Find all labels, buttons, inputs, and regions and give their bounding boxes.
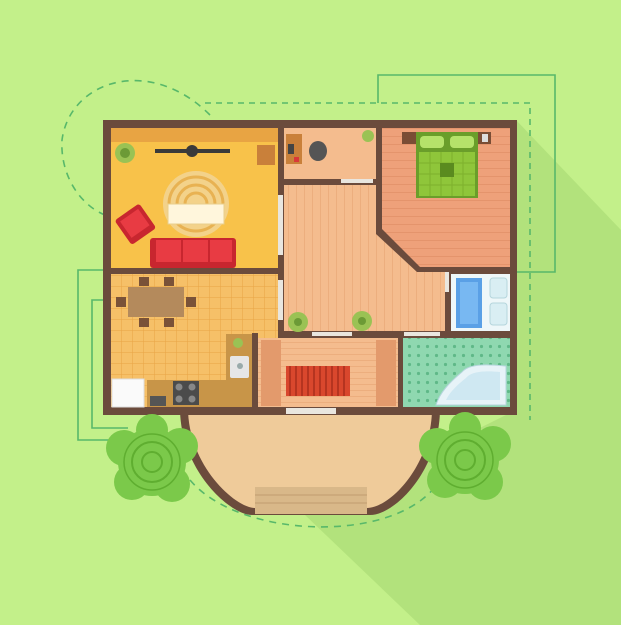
office-furniture [286,130,374,164]
bush-right [419,412,511,500]
porch-floor [188,408,432,508]
dashed-path-left [61,79,211,216]
solid-path-right [377,74,556,273]
bedroom-furniture [402,132,491,198]
nightstand-left-icon [402,132,416,144]
living-room-furniture [115,143,275,268]
dining-table-icon [128,287,184,317]
sink-toilet-icon [489,302,508,326]
armchair-icon [115,204,156,244]
solid-path-left [77,269,135,441]
solid-path-left-inner [91,299,128,429]
entrance-hall-furniture [261,340,396,406]
shelf-right-icon [376,340,396,406]
potted-plant-icon [115,143,135,163]
fridge-icon [111,378,145,408]
monitor-icon [288,144,294,154]
side-table-icon [257,145,275,165]
bedroom-lamp-icon [482,134,488,142]
shelf-left-icon [261,340,281,406]
doormat-stripes [289,366,345,396]
hallway-plants [288,311,372,332]
dashed-path-top [205,102,531,420]
dining-chairs-icon [116,277,196,327]
dining-kitchen-furniture [111,277,252,408]
kitchen-plant-icon [233,338,243,348]
office-chair-icon [309,141,327,161]
pillow-left-icon [420,136,444,148]
pillow-right-icon [450,136,474,148]
tv-stand-icon [186,145,198,157]
coffee-table-icon [167,203,225,225]
hallway-floor [284,185,445,331]
toilet-icon [489,277,508,299]
bed-center-square [440,163,454,177]
door-openings [278,179,449,414]
office-plant-icon [362,130,374,142]
porch-steps [255,487,367,514]
sofa-icon [150,238,236,268]
toilet-room-furniture [456,277,508,328]
living-room-top-strip [111,128,278,142]
bush-left [106,414,198,502]
porch-step-lines [255,494,367,504]
bathroom-furniture [435,364,507,406]
microwave-icon [150,396,166,406]
lamp-icon [294,157,299,162]
dashed-path-bottom [189,479,441,528]
burners-icon [175,383,196,403]
wall-dining-entrance [252,333,258,407]
garden-paths [61,74,556,528]
porch [180,408,440,515]
